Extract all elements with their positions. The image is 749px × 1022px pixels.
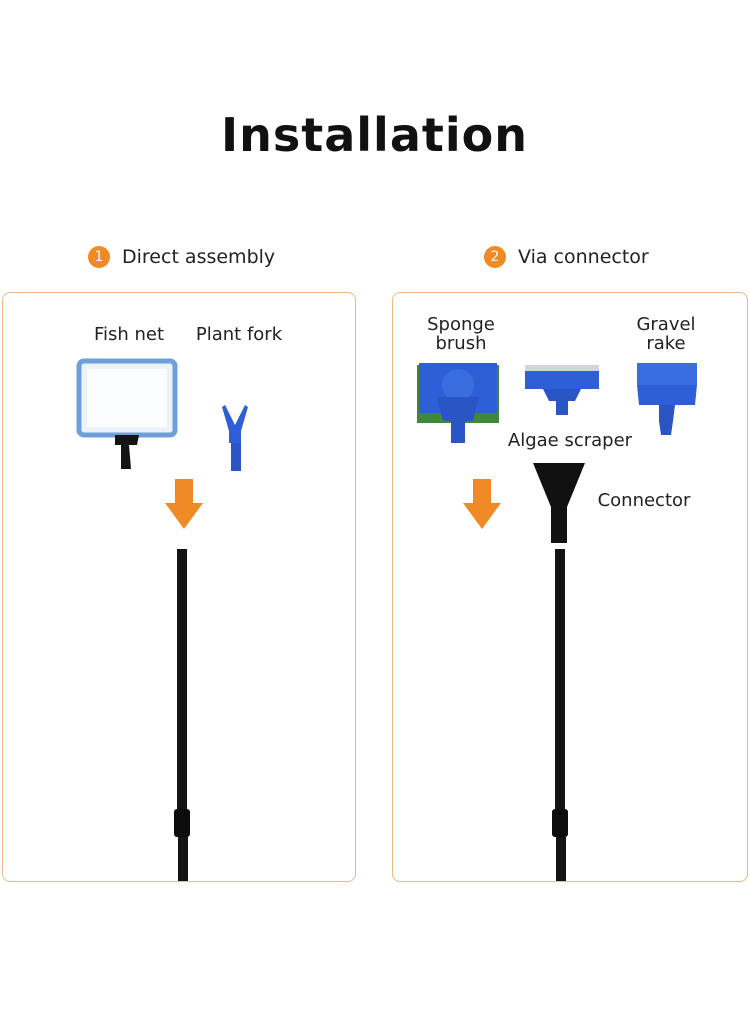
fish-net-icon (76, 358, 178, 469)
gravel-rake-label: Gravel rake (636, 314, 696, 354)
algae-scraper-icon (525, 365, 599, 415)
panel-direct-assembly: Fish net Plant fork (2, 292, 356, 882)
panel-via-connector: Sponge brush Gravel rake Algae scraper C… (392, 292, 748, 882)
gravel-rake-icon (637, 363, 697, 435)
step-via-connector: 2 Via connector (484, 244, 649, 270)
fish-net-label: Fish net (93, 324, 165, 345)
page-title: Installation (221, 108, 528, 162)
plant-fork-icon (222, 405, 248, 471)
telescopic-pole-icon (552, 549, 568, 881)
step-direct-assembly: 1 Direct assembly (88, 244, 275, 270)
connector-label: Connector (597, 490, 691, 511)
down-arrow-icon (463, 479, 501, 529)
step-label: Via connector (518, 246, 649, 268)
step-label: Direct assembly (122, 246, 276, 268)
step-number-badge: 2 (484, 246, 506, 268)
connector-icon (533, 463, 585, 543)
telescopic-pole-icon (174, 549, 190, 881)
down-arrow-icon (165, 479, 203, 529)
sponge-brush-label: Sponge brush (427, 314, 495, 354)
step-number-badge: 1 (88, 246, 110, 268)
algae-scraper-label: Algae scraper (507, 430, 633, 451)
sponge-brush-icon (417, 363, 499, 443)
plant-fork-label: Plant fork (195, 324, 283, 345)
